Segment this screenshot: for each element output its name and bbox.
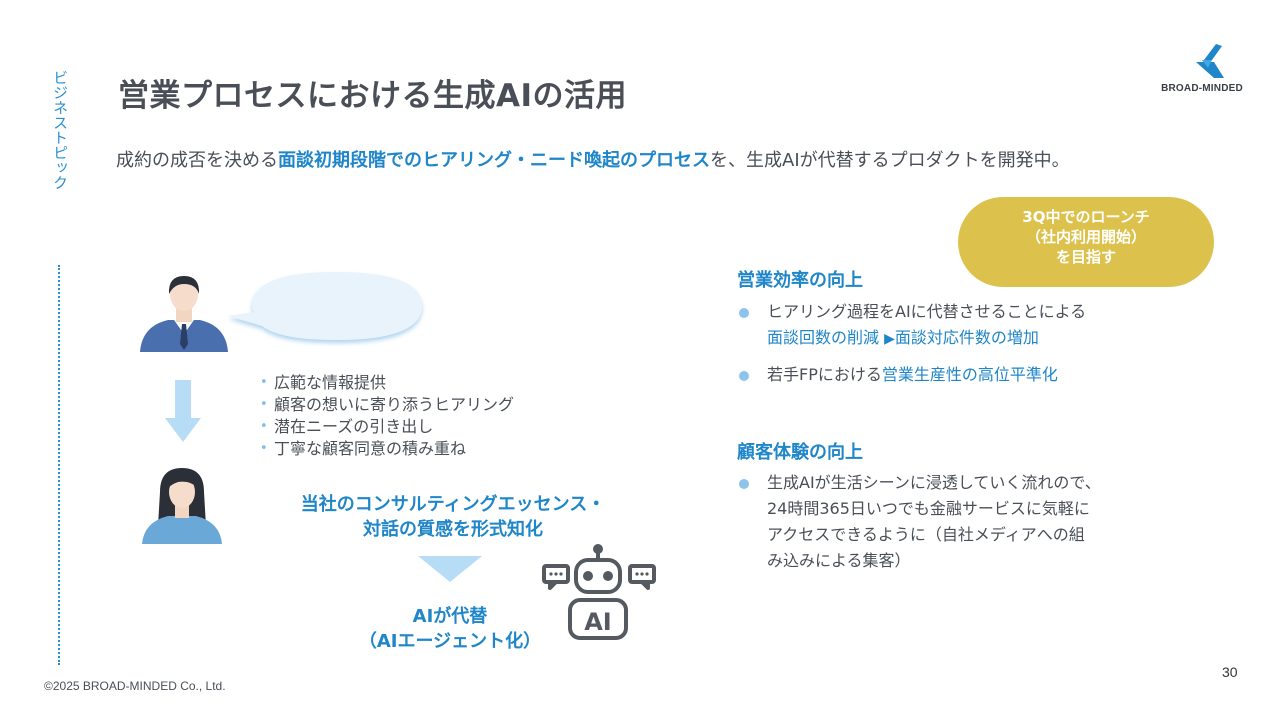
logo-wordmark: BROAD-MINDED [1161,83,1243,94]
efficiency-heading: 営業効率の向上 [737,270,863,291]
launch-badge-line3: を目指す [1055,248,1116,266]
essence-statement: 当社のコンサルティングエッセンス・ 対話の質感を形式知化 [258,492,648,542]
advisor-points-list: 広範な情報提供 顧客の想いに寄り添うヒアリング 潜在ニーズの引き出し 丁寧な顧客… [258,372,514,460]
launch-badge-line1: 3Q中でのローンチ [1022,208,1150,226]
lead-sentence: 成約の成否を決める面談初期段階でのヒアリング・ニード喚起のプロセスを、生成AIが… [116,146,1070,172]
essence-line2: 対話の質感を形式知化 [363,519,543,540]
page-title: 営業プロセスにおける生成AIの活用 [118,78,628,114]
lead-prefix: 成約の成否を決める [116,150,278,171]
experience-point: 生成AIが生活シーンに浸透していく流れので、 24時間365日いつでも金融サービ… [737,470,1157,574]
down-arrow-icon [165,380,201,442]
broad-minded-logo [1196,44,1224,78]
list-item: 顧客の想いに寄り添うヒアリング [258,394,514,416]
replace-line2: （AIエージェント化） [358,631,542,652]
replace-line1: AIが代替 [412,606,488,627]
ai-robot-icon: AI [542,544,656,640]
list-item: 広範な情報提供 [258,372,514,394]
bullet-icon [739,479,749,489]
male-advisor-icon [140,276,228,352]
experience-heading: 顧客体験の向上 [737,442,863,463]
launch-badge-line2: （社内利用開始） [1025,228,1146,246]
bullet-icon [739,308,749,318]
list-item: 潜在ニーズの引き出し [258,416,514,438]
efficiency-point-2-prefix: 若手FPにおける [767,365,882,384]
efficiency-point-1-line1: ヒアリング過程をAIに代替させることによる [767,302,1087,321]
launch-badge: 3Q中でのローンチ （社内利用開始） を目指す [958,197,1214,287]
efficiency-point-2: 若手FPにおける営業生産性の高位平準化 [737,362,1157,388]
essence-line1: 当社のコンサルティングエッセンス・ [300,494,606,515]
experience-line4: み込みによる集客） [767,551,911,570]
experience-line1: 生成AIが生活シーンに浸透していく流れので、 [767,473,1101,492]
side-divider [58,265,60,665]
ai-replacement-statement: AIが代替 （AIエージェント化） [330,604,570,654]
efficiency-point-2-highlight: 営業生産性の高位平準化 [881,365,1058,384]
lead-highlight: 面談初期段階でのヒアリング・ニード喚起のプロセス [278,150,710,171]
copyright: ©2025 BROAD-MINDED Co., Ltd. [44,679,226,693]
section-label: ビジネストピック [51,70,69,190]
page-number: 30 [1222,664,1238,680]
speech-bubble [228,272,422,340]
bullet-icon [739,371,749,381]
lead-suffix: を、生成AIが代替するプロダクトを開発中。 [710,150,1070,171]
efficiency-point-1-reduction: 面談回数の削減 [767,328,880,347]
experience-line3: アクセスできるように（自社メディアへの組 [767,525,1085,544]
experience-line2: 24時間365日いつでも金融サービスに気軽に [767,499,1090,518]
efficiency-point-1-increase: 面談対応件数の増加 [894,328,1039,347]
robot-label: AI [584,608,612,636]
triangle-down-icon [418,556,482,582]
arrow-right-icon: ▶ [884,331,895,347]
efficiency-point-1: ヒアリング過程をAIに代替させることによる 面談回数の削減 ▶面談対応件数の増加 [737,299,1157,352]
female-customer-icon [142,468,222,544]
list-item: 丁寧な顧客同意の積み重ね [258,438,514,460]
